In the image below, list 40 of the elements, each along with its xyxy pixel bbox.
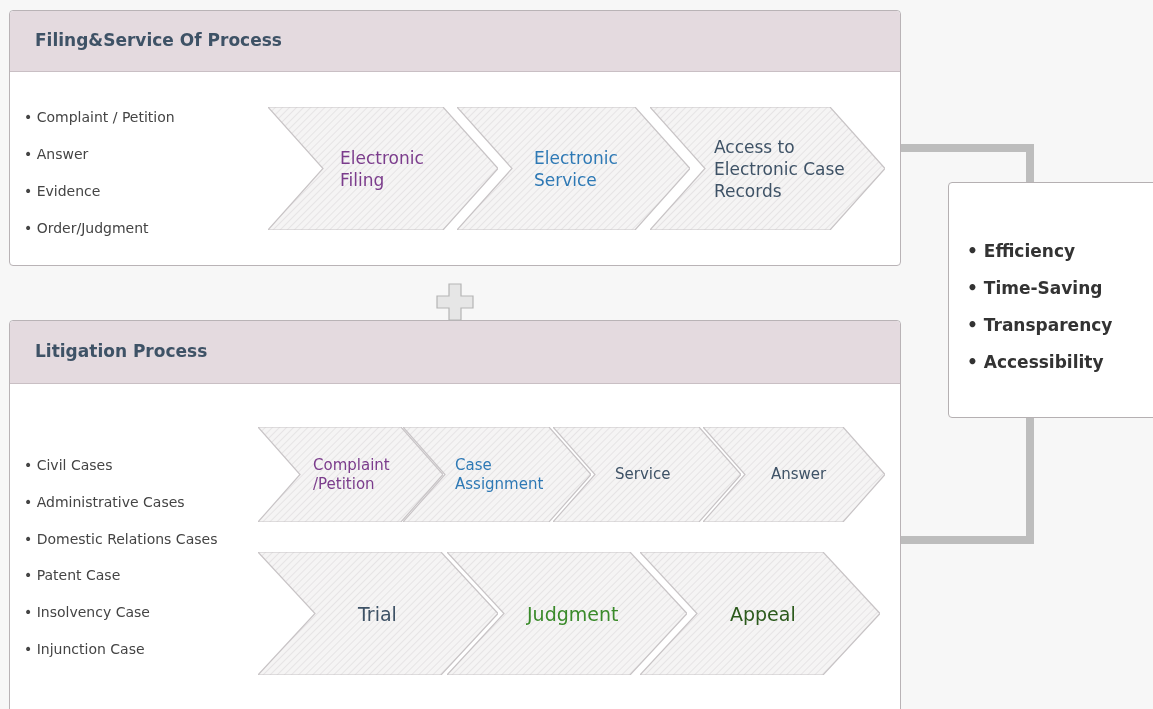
list-item: • Domestic Relations Cases (24, 529, 218, 549)
benefit-item: • Time-Saving (967, 277, 1104, 300)
benefit-item: • Efficiency (967, 240, 1077, 263)
chevron-step (258, 552, 498, 675)
list-item: • Administrative Cases (24, 492, 186, 512)
list-item: • Order/Judgment (24, 219, 150, 238)
chevron-step (650, 107, 885, 230)
step-label: Complaint /Petition (313, 455, 391, 494)
benefit-item: • Transparency (967, 314, 1113, 337)
list-item: • Injunction Case (24, 640, 146, 659)
chevron-step (403, 427, 591, 522)
step-label: Electronic Filing (340, 146, 425, 191)
list-item: • Answer (24, 145, 90, 164)
chevron-step (640, 552, 880, 675)
connector-line (901, 418, 1034, 544)
chevron-step (703, 427, 885, 522)
benefit-item: • Accessibility (967, 351, 1105, 374)
chevron-step (447, 552, 687, 675)
list-item: • Civil Cases (24, 456, 114, 475)
step-label: Appeal (730, 601, 796, 626)
section-panel (9, 10, 901, 266)
result-box (948, 182, 1153, 418)
step-label: Case Assignment (455, 455, 545, 494)
chevron-step (457, 107, 690, 230)
panel-title: Filing&Service Of Process (35, 30, 282, 50)
chevron-step (553, 427, 741, 522)
step-label: Answer (771, 464, 827, 485)
list-item: • Evidence (24, 182, 102, 201)
list-item: • Insolvency Case (24, 603, 151, 623)
chevron-step (258, 427, 443, 522)
chevron-step (268, 107, 498, 230)
section-panel (9, 320, 901, 709)
step-label: Access to Electronic Case Records (714, 135, 846, 202)
step-label: Trial (358, 601, 397, 626)
step-label: Service (615, 464, 671, 485)
step-label: Judgment (527, 601, 619, 626)
step-label: Electronic Service (534, 146, 619, 191)
list-item: • Patent Case (24, 566, 122, 586)
list-item: • Complaint / Petition (24, 108, 175, 127)
panel-title: Litigation Process (35, 341, 208, 361)
